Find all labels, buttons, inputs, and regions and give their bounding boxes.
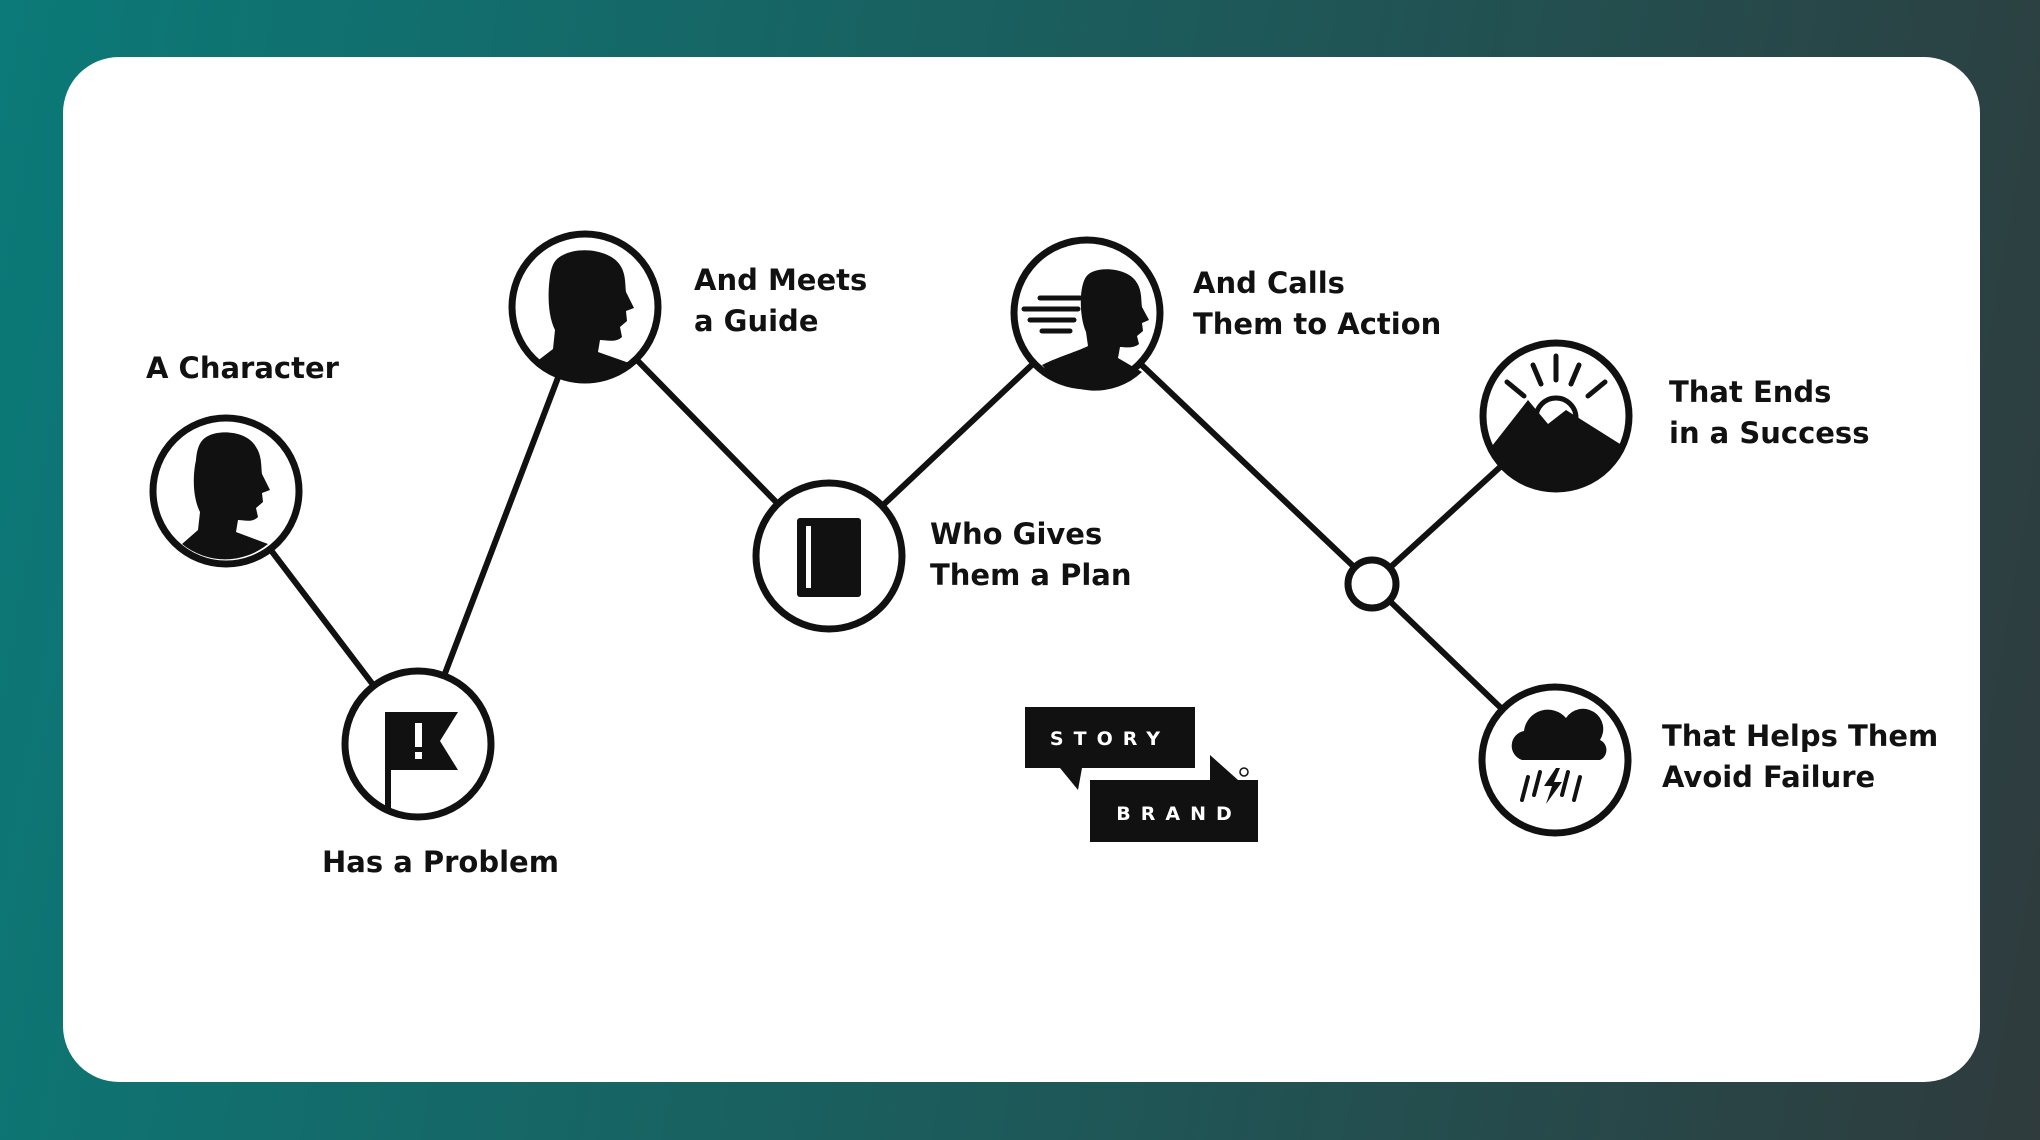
book-icon [797,518,861,597]
logo-word-story: STORY [1050,728,1170,750]
node-problem [341,667,495,821]
junction-node [1344,556,1400,612]
storm-cloud-icon [1511,708,1607,804]
sunrise-icon [1492,353,1620,491]
character-icon [182,432,270,560]
logo-word-brand: BRAND [1116,803,1242,825]
node-failure [1478,683,1632,837]
node-success [1479,339,1633,493]
guide-icon [536,250,634,383]
node-plan [752,479,906,633]
node-action [1010,236,1164,391]
action-icon [1021,269,1149,391]
label-character: A Character [146,351,340,385]
node-guide [508,230,662,384]
diagram-card [63,57,1980,1082]
label-problem: Has a Problem [322,845,559,879]
connector-2 [415,304,588,747]
node-character [149,414,303,568]
storybrand-logo: STORY BRAND [1025,707,1258,842]
flag-icon [385,712,458,808]
